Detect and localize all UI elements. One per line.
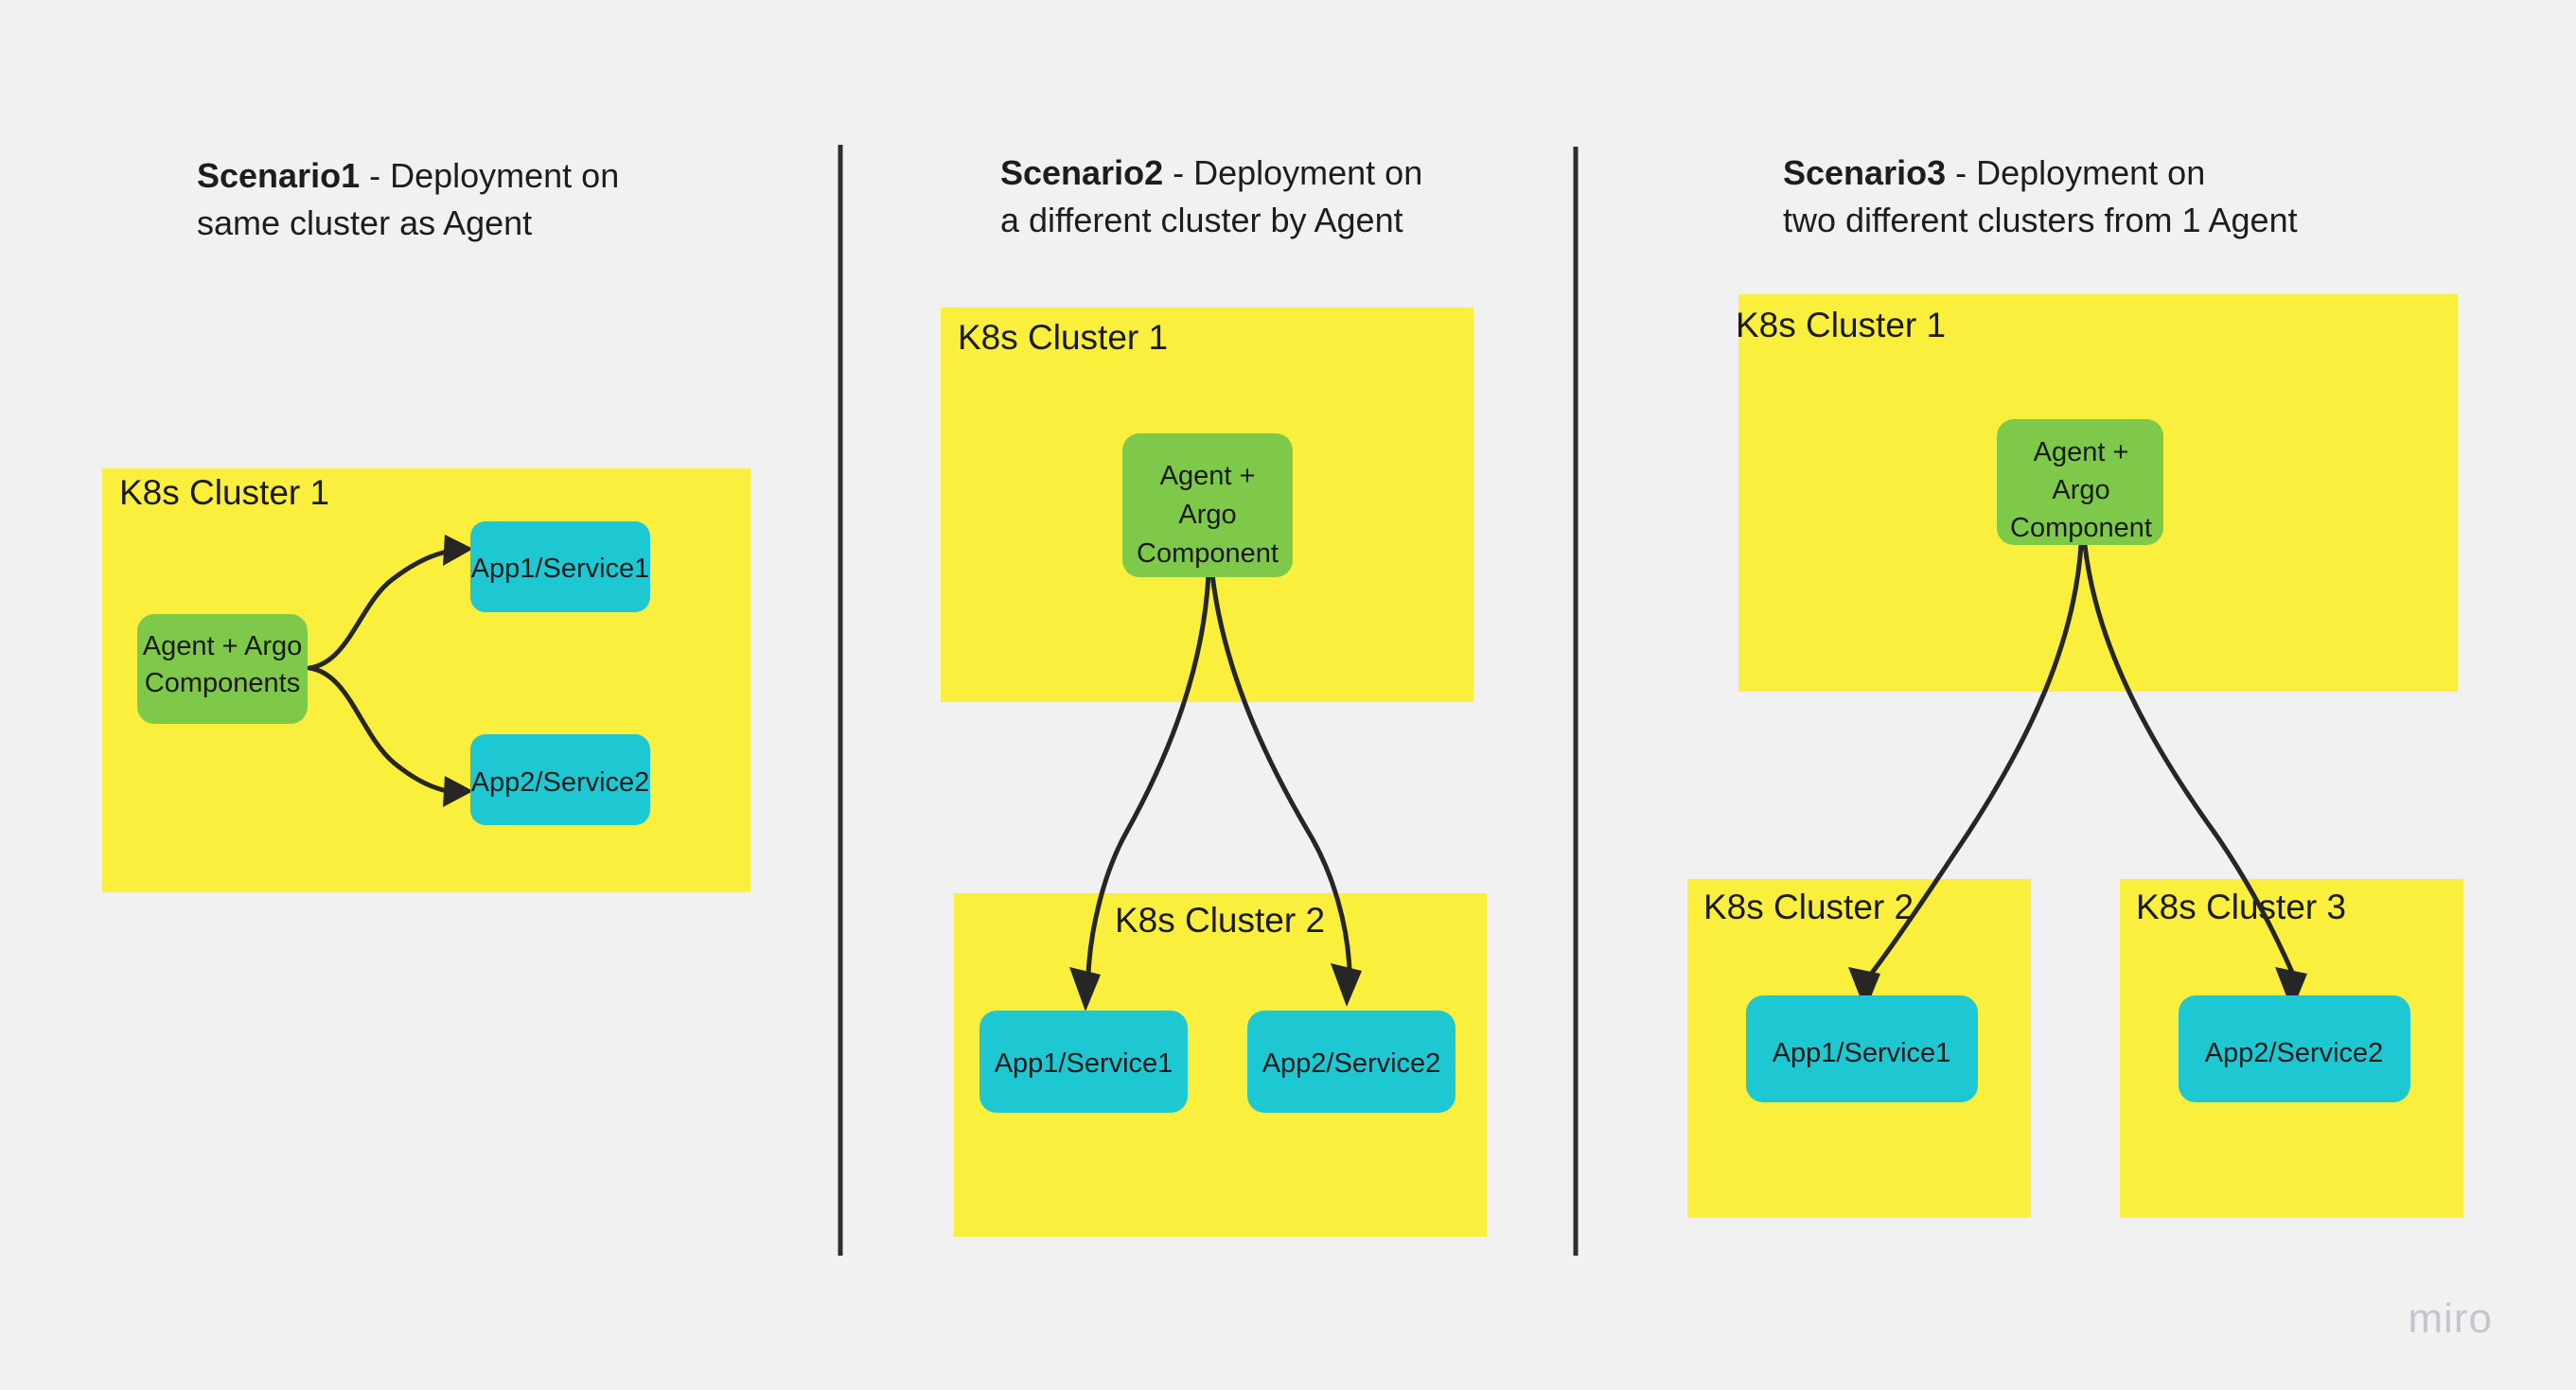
arrowhead-icon [443,535,473,566]
scenario3-agent-node-label-line1: Agent + [2034,437,2129,467]
scenario3-group: Scenario3 - Deployment on two different … [1687,153,2463,1218]
scenario3-app1-node[interactable] [1746,995,1978,1102]
scenario3-edge-agent-to-app2 [2082,542,2307,1011]
scenario2-agent-node-label-line1: Agent + [1160,461,1256,491]
scenario3-app1-node-label: App1/Service1 [1773,1038,1951,1068]
scenario3-agent-node-label-line3: Component [2010,513,2152,543]
scenario1-agent-node-label-line2: Components [145,668,300,698]
scenario3-app2-node-label: App2/Service2 [2205,1038,2384,1068]
scenario2-title-line1: Scenario2 - Deployment on [1000,153,1422,192]
miro-watermark: miro [2408,1295,2493,1342]
scenario1-agent-node-label-line1: Agent + Argo [143,631,303,661]
scenario1-title-line1: Scenario1 - Deployment on [197,156,619,195]
scenario2-agent-node-label-line3: Component [1137,538,1279,569]
arrowhead-icon [1069,967,1101,1012]
scenario1-group: Scenario1 - Deployment on same cluster a… [102,156,750,892]
scenario1-app1-node[interactable] [470,521,650,612]
scenario3-cluster-2-label: K8s Cluster 2 [1703,888,1914,926]
scenario3-cluster-3-label: K8s Cluster 3 [2136,888,2346,926]
scenario3-cluster-1-label: K8s Cluster 1 [1736,306,1946,344]
scenario3-agent-node-label-line2: Argo [2052,475,2109,505]
scenario2-title-line2: a different cluster by Agent [1000,201,1403,239]
arrowhead-icon [1331,963,1362,1007]
scenario2-cluster-1-label: K8s Cluster 1 [958,318,1168,357]
scenario2-app2-node-label: App2/Service2 [1262,1048,1441,1079]
scenario2-agent-node[interactable] [1122,433,1293,577]
scenario2-app1-node-label: App1/Service1 [995,1048,1173,1079]
scenario2-agent-node-label-line2: Argo [1178,500,1236,530]
arrowhead-icon [2275,967,2307,1011]
scenario1-edge-agent-to-app2 [307,665,473,807]
scenario3-app2-node[interactable] [2179,995,2410,1102]
arrowhead-icon [443,776,473,807]
scenario3-agent-node[interactable] [1997,419,2163,545]
scenario2-edge-agent-to-app1 [1069,572,1211,1012]
scenario2-edge-agent-to-app2 [1209,572,1362,1007]
scenario3-edge-agent-to-app1 [1848,542,2084,1011]
scenario2-app2-node[interactable] [1247,1011,1456,1113]
scenario2-app1-node[interactable] [979,1011,1188,1113]
scenario1-agent-node[interactable] [137,614,308,724]
scenario1-app2-node-label: App2/Service2 [471,767,650,798]
scenario1-app2-node[interactable] [470,734,650,825]
scenario1-cluster-1-label: K8s Cluster 1 [119,473,329,512]
scenario1-edge-agent-to-app1 [307,535,473,671]
scenario2-group: Scenario2 - Deployment on a different cl… [941,153,1487,1237]
scenario3-title-line2: two different clusters from 1 Agent [1783,201,2298,239]
scenario1-title-line2: same cluster as Agent [197,203,532,242]
scenario1-app1-node-label: App1/Service1 [471,554,650,584]
arrowhead-icon [1848,967,1880,1011]
scenario3-title-line1: Scenario3 - Deployment on [1783,153,2205,192]
scenario2-cluster-2-label: K8s Cluster 2 [1115,901,1325,940]
